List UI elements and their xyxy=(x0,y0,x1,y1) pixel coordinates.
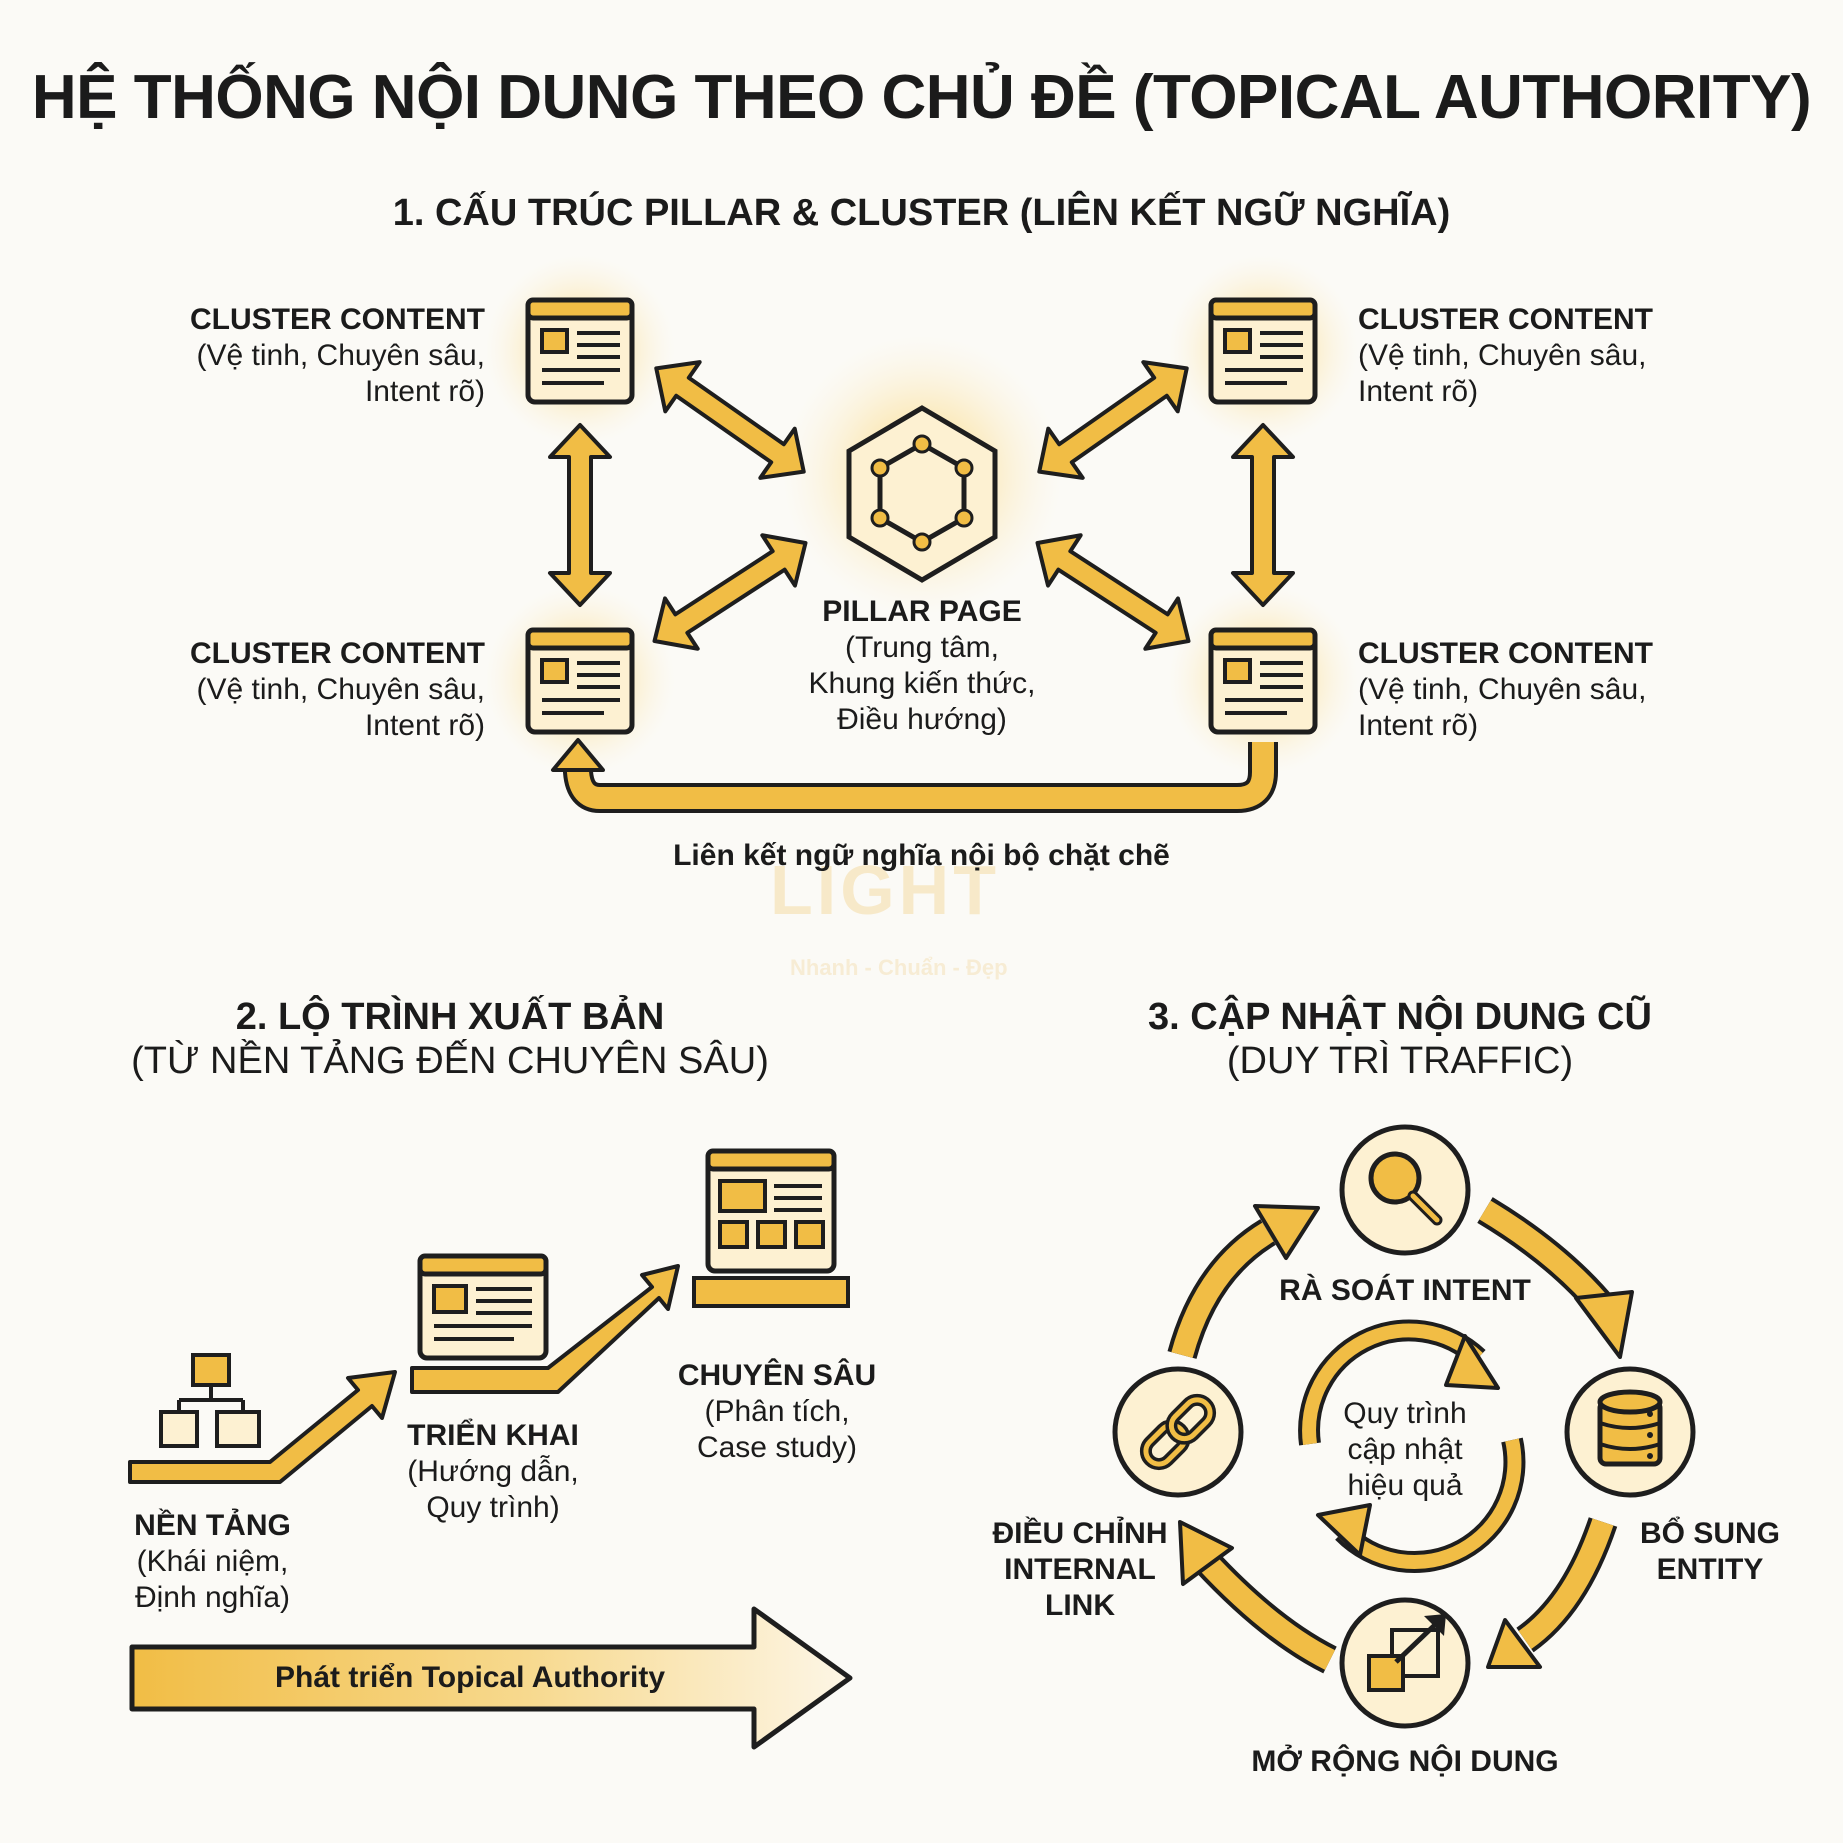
cycle-center-text: Quy trình xyxy=(1343,1397,1467,1430)
cycle-center-text: cập nhật xyxy=(1347,1433,1463,1466)
cluster-desc: (Vệ tinh, Chuyên sâu, xyxy=(196,673,485,706)
cluster-label-bottom-left: CLUSTER CONTENT (Vệ tinh, Chuyên sâu, In… xyxy=(140,636,485,744)
step-desc: (Hướng dẫn, xyxy=(407,1455,579,1488)
watermark-tagline: Nhanh - Chuẩn - Đẹp xyxy=(790,955,1008,980)
search-icon xyxy=(1339,1124,1471,1256)
growth-step-arrow xyxy=(128,1370,397,1484)
double-arrow-icon xyxy=(652,533,808,651)
cluster-desc: Intent rõ) xyxy=(364,709,485,742)
cluster-desc: (Vệ tinh, Chuyên sâu, xyxy=(196,339,485,372)
cluster-doc-icon xyxy=(525,297,635,405)
expert-platform-bar xyxy=(692,1276,850,1308)
dashboard-icon xyxy=(705,1148,837,1274)
pillar-hexagon-icon xyxy=(846,405,998,583)
node-adjust-link-label: ĐIỀU CHỈNH INTERNAL LINK xyxy=(985,1516,1175,1624)
guide-doc-icon xyxy=(417,1253,549,1361)
node-expand-content-label: MỞ RỘNG NỘI DUNG xyxy=(1251,1745,1559,1778)
step-expert-label: CHUYÊN SÂU (Phân tích, Case study) xyxy=(652,1358,902,1466)
step-desc: Case study) xyxy=(696,1431,858,1464)
section1-heading: 1. CẤU TRÚC PILLAR & CLUSTER (LIÊN KẾT N… xyxy=(392,192,1451,234)
cluster-doc-icon xyxy=(1208,297,1318,405)
watermark-brand: LIGHT xyxy=(770,851,1000,929)
page-title: HỆ THỐNG NỘI DUNG THEO CHỦ ĐỀ (TOPICAL A… xyxy=(31,63,1812,132)
cycle-center-text: hiệu quả xyxy=(1347,1469,1463,1502)
growth-step-arrow xyxy=(410,1264,680,1394)
link-icon xyxy=(1112,1366,1244,1498)
double-arrow-icon xyxy=(1231,423,1295,607)
internal-link-u-arrow xyxy=(551,738,1278,813)
cycle-arrow xyxy=(1486,1517,1618,1669)
cluster-title: CLUSTER CONTENT xyxy=(190,303,485,336)
step-title: CHUYÊN SÂU xyxy=(677,1359,877,1392)
cluster-desc: Intent rõ) xyxy=(1358,375,1479,408)
section3-subheading: (DUY TRÌ TRAFFIC) xyxy=(1226,1040,1574,1082)
step-desc: (Phân tích, xyxy=(704,1395,850,1428)
node-label-line: INTERNAL xyxy=(1004,1553,1156,1586)
pillar-label: PILLAR PAGE (Trung tâm, Khung kiến thức,… xyxy=(772,594,1072,738)
growth-arrow-label: Phát triển Topical Authority xyxy=(275,1661,666,1694)
step-implementation-label: TRIỂN KHAI (Hướng dẫn, Quy trình) xyxy=(368,1418,618,1526)
node-add-entity-label: BỔ SUNG ENTITY xyxy=(1625,1516,1795,1588)
growth-big-arrow xyxy=(129,1606,853,1750)
sitemap-icon xyxy=(159,1353,261,1448)
pillar-desc: Khung kiến thức, xyxy=(808,667,1036,700)
cluster-label-bottom-right: CLUSTER CONTENT (Vệ tinh, Chuyên sâu, In… xyxy=(1358,636,1703,744)
cluster-label-top-left: CLUSTER CONTENT (Vệ tinh, Chuyên sâu, In… xyxy=(140,302,485,410)
double-arrow-icon xyxy=(1035,533,1191,651)
section3-heading: 3. CẬP NHẬT NỘI DUNG CŨ xyxy=(1148,996,1652,1038)
cluster-doc-icon xyxy=(1208,627,1318,735)
node-label-line: ĐIỀU CHỈNH xyxy=(992,1517,1168,1550)
pillar-desc: Điều hướng) xyxy=(837,703,1007,736)
cluster-doc-icon xyxy=(525,627,635,735)
step-desc: (Khái niệm, xyxy=(136,1545,289,1578)
cluster-desc: Intent rõ) xyxy=(364,375,485,408)
cycle-arrow xyxy=(1167,1204,1320,1360)
cluster-desc: Intent rõ) xyxy=(1358,709,1479,742)
cycle-arrow xyxy=(1178,1520,1337,1674)
pillar-title: PILLAR PAGE xyxy=(822,595,1022,628)
double-arrow-icon xyxy=(654,360,806,480)
cluster-title: CLUSTER CONTENT xyxy=(1358,303,1653,336)
double-arrow-icon xyxy=(1037,360,1189,480)
internal-link-caption: Liên kết ngữ nghĩa nội bộ chặt chẽ xyxy=(673,839,1170,872)
step-desc: Định nghĩa) xyxy=(134,1581,291,1614)
cluster-title: CLUSTER CONTENT xyxy=(190,637,485,670)
step-desc: Quy trình) xyxy=(426,1491,560,1524)
cluster-desc: (Vệ tinh, Chuyên sâu, xyxy=(1358,339,1647,372)
section2-heading: 2. LỘ TRÌNH XUẤT BẢN xyxy=(235,996,665,1038)
cycle-center-label: Quy trình cập nhật hiệu quả xyxy=(1305,1396,1505,1504)
node-label-line: BỔ SUNG xyxy=(1639,1517,1780,1550)
inner-cycle-arrows xyxy=(1298,1319,1526,1574)
step-title: NỀN TẢNG xyxy=(134,1509,291,1542)
node-label-line: LINK xyxy=(1045,1589,1115,1622)
step-title: TRIỂN KHAI xyxy=(407,1419,579,1452)
expand-icon xyxy=(1339,1597,1471,1729)
cycle-arrow xyxy=(1477,1197,1634,1359)
cluster-label-top-right: CLUSTER CONTENT (Vệ tinh, Chuyên sâu, In… xyxy=(1358,302,1703,410)
node-review-intent-label: RÀ SOÁT INTENT xyxy=(1279,1274,1531,1307)
section2-subheading: (TỪ NỀN TẢNG ĐẾN CHUYÊN SÂU) xyxy=(131,1040,769,1082)
cluster-title: CLUSTER CONTENT xyxy=(1358,637,1653,670)
step-foundation-label: NỀN TẢNG (Khái niệm, Định nghĩa) xyxy=(90,1508,335,1616)
database-icon xyxy=(1564,1366,1696,1498)
node-label-line: ENTITY xyxy=(1656,1553,1764,1586)
pillar-desc: (Trung tâm, xyxy=(845,631,999,664)
cluster-desc: (Vệ tinh, Chuyên sâu, xyxy=(1358,673,1647,706)
double-arrow-icon xyxy=(548,423,612,607)
